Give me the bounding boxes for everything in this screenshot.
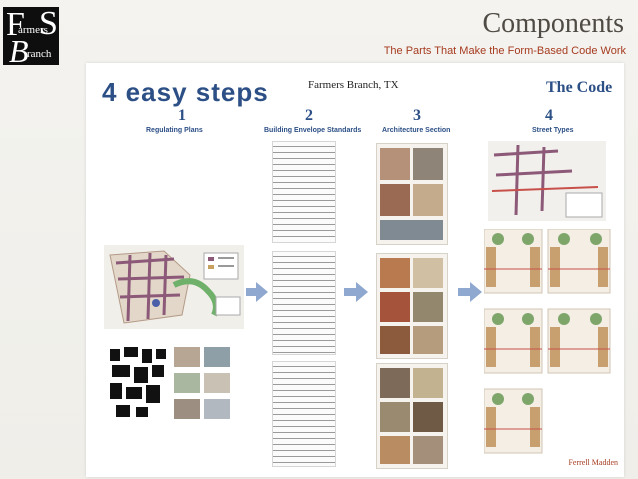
poster-heading: 4 easy steps (102, 77, 269, 107)
step-1-number: 1 (178, 107, 186, 124)
step-3-number: 3 (413, 107, 421, 124)
logo-text-armers: armers (18, 24, 48, 36)
street-types-map (488, 141, 606, 221)
slide-subtitle: The Parts That Make the Form-Based Code … (383, 45, 626, 57)
poster-location: Farmers Branch, TX (308, 79, 399, 91)
step-2-number: 2 (305, 107, 313, 124)
step-4-label: Street Types (532, 127, 574, 134)
regulating-plan-map (104, 245, 244, 329)
arrow-step-1-to-2 (246, 288, 258, 296)
arrow-head-2 (356, 282, 368, 302)
envelope-standard-page-3 (272, 361, 336, 467)
architecture-page-3 (376, 363, 448, 469)
street-section-drawings (484, 229, 611, 454)
step-1-label: Regulating Plans (146, 127, 203, 134)
arrow-step-2-to-3 (344, 288, 358, 296)
architecture-page-2 (376, 253, 448, 359)
farmers-branch-logo: F armers S B ranch (3, 5, 59, 69)
logo-letter-f: F (6, 6, 25, 43)
poster-the-code: The Code (546, 79, 613, 96)
poster-credit: Ferrell Madden (568, 458, 618, 467)
slide-title: Components (482, 8, 624, 39)
step-2-label: Building Envelope Standards (264, 127, 362, 134)
arrow-head-3 (470, 282, 482, 302)
logo-text-ranch: ranch (27, 48, 52, 60)
step-4-number: 4 (545, 107, 553, 124)
figure-ground-map (106, 345, 236, 425)
arrow-head-1 (256, 282, 268, 302)
logo-letter-s: S (39, 5, 58, 42)
step-3-label: Architecture Section (382, 127, 451, 134)
envelope-standard-page-1 (272, 141, 336, 243)
logo-letter-b: B (9, 33, 29, 69)
poster-image: 4 easy steps Farmers Branch, TX The Code… (86, 63, 624, 477)
envelope-standard-page-2 (272, 251, 336, 355)
architecture-page-1 (376, 143, 448, 245)
arrow-step-3-to-4 (458, 288, 472, 296)
